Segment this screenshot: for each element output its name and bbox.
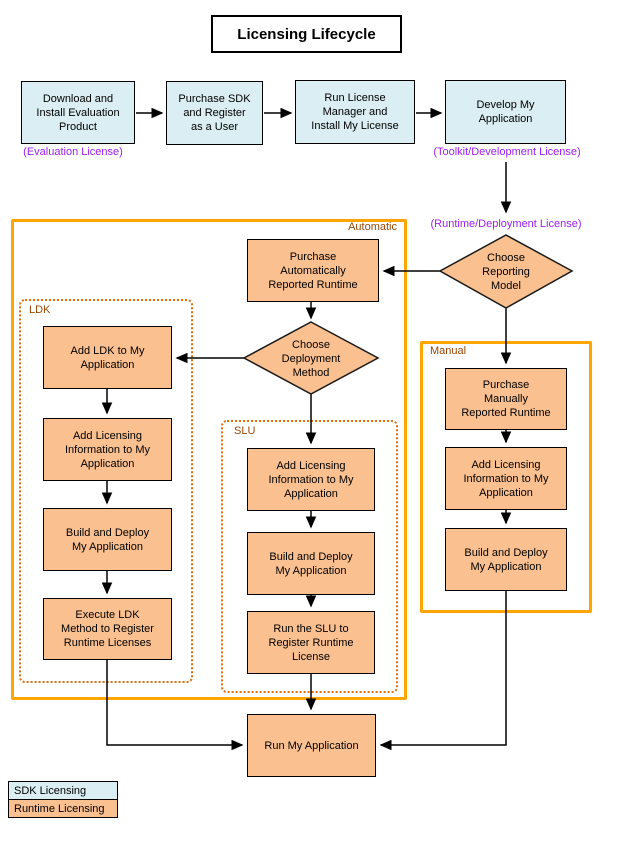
choose-deployment-method-text: Choose Deployment Method xyxy=(281,339,341,379)
legend-runtime-licensing: Runtime Licensing xyxy=(8,799,118,818)
runtime-license-label: (Runtime/Deployment License) xyxy=(430,218,582,230)
toolkit-license-label: (Toolkit/Development License) xyxy=(433,146,581,158)
slu-container xyxy=(221,420,398,693)
node-manual-build-deploy: Build and Deploy My Application xyxy=(445,528,567,591)
manual-label: Manual xyxy=(430,345,467,357)
node-purchase-sdk-register: Purchase SDK and Register as a User xyxy=(166,81,263,145)
node-slu-add-licensing-info: Add Licensing Information to My Applicat… xyxy=(247,448,375,511)
node-purchase-automatically-reported: Purchase Automatically Reported Runtime xyxy=(247,239,379,302)
node-run-license-manager: Run License Manager and Install My Licen… xyxy=(295,80,415,144)
automatic-label: Automatic xyxy=(348,221,397,233)
node-add-ldk: Add LDK to My Application xyxy=(43,326,172,389)
node-slu-run-register: Run the SLU to Register Runtime License xyxy=(247,611,375,674)
node-download-install-evaluation: Download and Install Evaluation Product xyxy=(21,81,135,144)
node-slu-build-deploy: Build and Deploy My Application xyxy=(247,532,375,595)
ldk-label: LDK xyxy=(29,304,51,316)
node-manual-add-licensing-info: Add Licensing Information to My Applicat… xyxy=(445,447,567,510)
slu-label: SLU xyxy=(234,425,256,437)
node-develop-my-application: Develop My Application xyxy=(445,80,566,144)
node-purchase-manually-reported: Purchase Manually Reported Runtime xyxy=(445,368,567,430)
node-ldk-execute-register: Execute LDK Method to Register Runtime L… xyxy=(43,598,172,660)
node-ldk-add-licensing-info: Add Licensing Information to My Applicat… xyxy=(43,418,172,481)
node-ldk-build-deploy: Build and Deploy My Application xyxy=(43,508,172,571)
legend-sdk-licensing: SDK Licensing xyxy=(8,781,118,800)
node-run-my-application: Run My Application xyxy=(247,714,376,777)
ldk-container xyxy=(19,299,193,683)
evaluation-license-label: (Evaluation License) xyxy=(23,146,123,158)
page-title: Licensing Lifecycle xyxy=(211,15,402,53)
choose-reporting-model-text: Choose Reporting Model xyxy=(482,252,530,292)
